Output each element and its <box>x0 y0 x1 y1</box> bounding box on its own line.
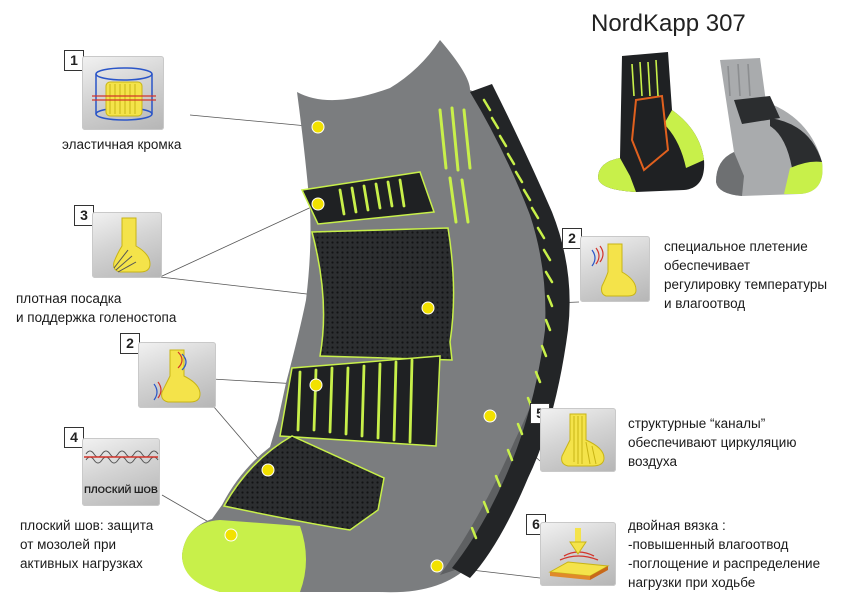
product-thumbnails <box>598 52 823 196</box>
thermo-regulation-icon <box>580 236 650 302</box>
elastic-cuff-icon <box>82 56 164 130</box>
callout-number-2-left: 2 <box>120 333 140 354</box>
callout-text-6: двойная вязка : -повышенный влагоотвод -… <box>628 518 821 590</box>
foot-mesh-panel <box>222 435 385 531</box>
air-channels-icon <box>540 408 616 472</box>
sock-toe-cap <box>182 520 306 592</box>
callout-text-2-right: специальное плетение обеспечивает регули… <box>664 239 828 311</box>
side-band-dashes <box>470 98 554 540</box>
callout-text-4: плоский шов: защита от мозолей при актив… <box>20 518 154 571</box>
pointer-markers <box>224 120 497 573</box>
callout-text-3: плотная посадка и поддержка голеностопа <box>16 291 177 325</box>
callout-text-1: эластичная кромка <box>62 137 182 152</box>
callout-number-1: 1 <box>64 50 84 71</box>
callout-text-5: структурные “каналы” обеспечивают циркул… <box>628 416 797 469</box>
flat-seam-label: ПЛОСКИЙ ШОВ <box>84 485 158 496</box>
callout-number-3: 3 <box>74 205 94 226</box>
ankle-lower-stripes <box>296 358 414 444</box>
thermo-regulation-icon <box>138 342 216 408</box>
side-band <box>452 84 570 578</box>
leg-stripes <box>438 106 472 224</box>
callout-number-2-right: 2 <box>562 228 582 249</box>
ankle-support-icon <box>92 212 162 278</box>
flat-seam-icon: ПЛОСКИЙ ШОВ <box>82 438 160 506</box>
ankle-top-stripes <box>338 178 406 216</box>
product-title: NordKapp 307 <box>591 10 746 37</box>
double-knit-icon <box>540 522 616 586</box>
callout-number-4: 4 <box>64 427 84 448</box>
mesh-panel <box>311 227 455 361</box>
thumb-black-sock <box>598 52 705 192</box>
ankle-lower-panel <box>279 355 441 447</box>
